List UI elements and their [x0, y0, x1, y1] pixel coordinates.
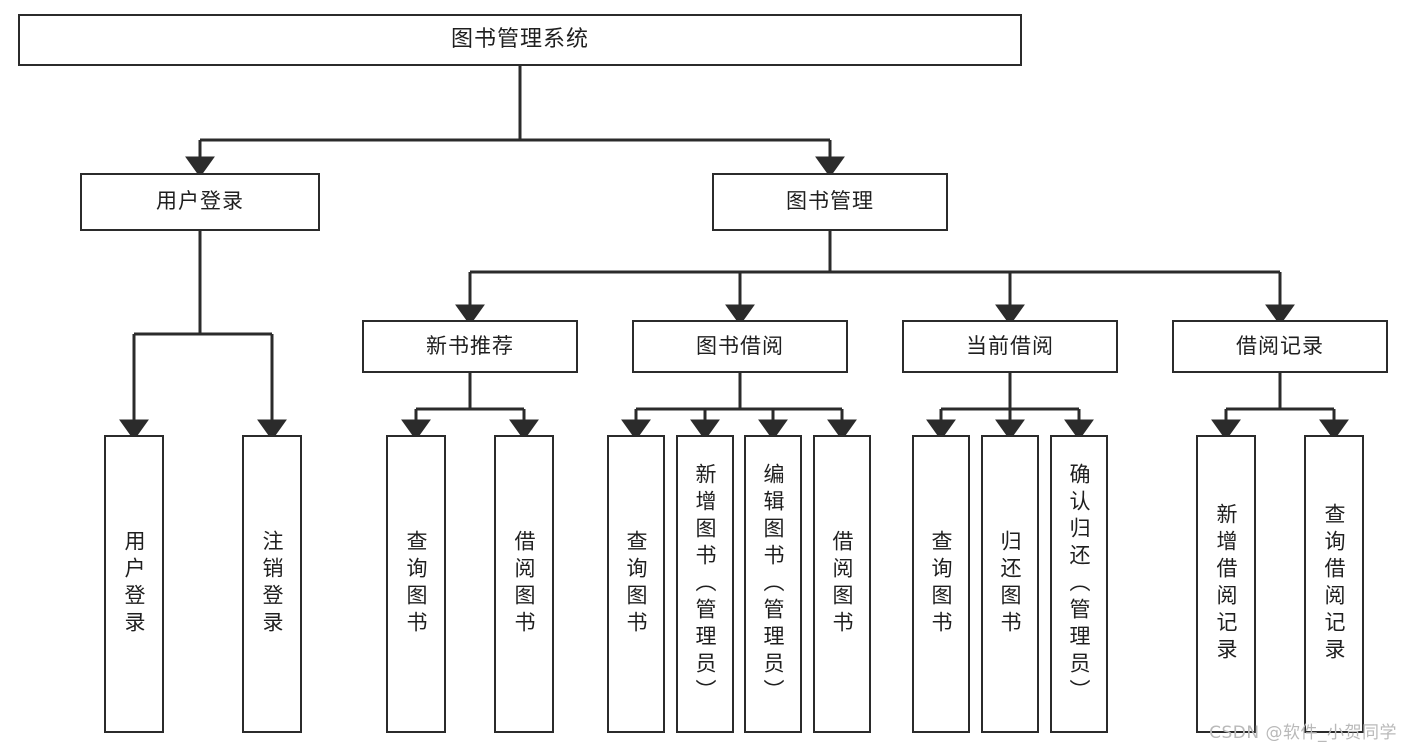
node-label: 查询图书 — [404, 530, 429, 638]
node-label: 查询图书 — [624, 530, 649, 638]
leaf-confirm-return[interactable]: 确认归还（管理员） — [1050, 435, 1108, 733]
leaf-user-login[interactable]: 用户登录 — [104, 435, 164, 733]
leaf-add-book[interactable]: 新增图书（管理员） — [676, 435, 734, 733]
leaf-borrow-book-1[interactable]: 借阅图书 — [494, 435, 554, 733]
leaf-query-record[interactable]: 查询借阅记录 — [1304, 435, 1364, 733]
node-book-borrow[interactable]: 图书借阅 — [632, 320, 848, 373]
leaf-add-record[interactable]: 新增借阅记录 — [1196, 435, 1256, 733]
node-label: 确认归还（管理员） — [1067, 462, 1092, 706]
node-label: 当前借阅 — [966, 333, 1054, 358]
leaf-return-book[interactable]: 归还图书 — [981, 435, 1039, 733]
leaf-query-book-2[interactable]: 查询图书 — [607, 435, 665, 733]
leaf-query-book-3[interactable]: 查询图书 — [912, 435, 970, 733]
csdn-watermark: CSDN @软件_小贺同学 — [1209, 723, 1397, 743]
node-root-library-system[interactable]: 图书管理系统 — [18, 14, 1022, 66]
node-label: 归还图书 — [998, 530, 1023, 638]
node-label: 用户登录 — [156, 189, 244, 214]
node-user-login[interactable]: 用户登录 — [80, 173, 320, 231]
node-label: 借阅记录 — [1236, 333, 1324, 358]
node-label: 图书借阅 — [696, 333, 784, 358]
node-label: 新书推荐 — [426, 333, 514, 358]
node-label: 借阅图书 — [512, 530, 537, 638]
node-label: 图书管理 — [786, 189, 874, 214]
node-label: 编辑图书（管理员） — [761, 462, 786, 706]
node-label: 查询图书 — [929, 530, 954, 638]
leaf-borrow-book-2[interactable]: 借阅图书 — [813, 435, 871, 733]
node-borrow-record[interactable]: 借阅记录 — [1172, 320, 1388, 373]
node-label: 图书管理系统 — [450, 26, 589, 52]
leaf-edit-book[interactable]: 编辑图书（管理员） — [744, 435, 802, 733]
leaf-logout[interactable]: 注销登录 — [242, 435, 302, 733]
node-label: 新增借阅记录 — [1214, 503, 1239, 665]
node-label: 新增图书（管理员） — [693, 462, 718, 706]
node-label: 注销登录 — [260, 530, 285, 638]
leaf-query-book-1[interactable]: 查询图书 — [386, 435, 446, 733]
node-current-borrow[interactable]: 当前借阅 — [902, 320, 1118, 373]
node-label: 用户登录 — [122, 530, 147, 638]
node-new-book-recommend[interactable]: 新书推荐 — [362, 320, 578, 373]
node-label: 查询借阅记录 — [1322, 503, 1347, 665]
node-label: 借阅图书 — [830, 530, 855, 638]
node-book-manage[interactable]: 图书管理 — [712, 173, 948, 231]
